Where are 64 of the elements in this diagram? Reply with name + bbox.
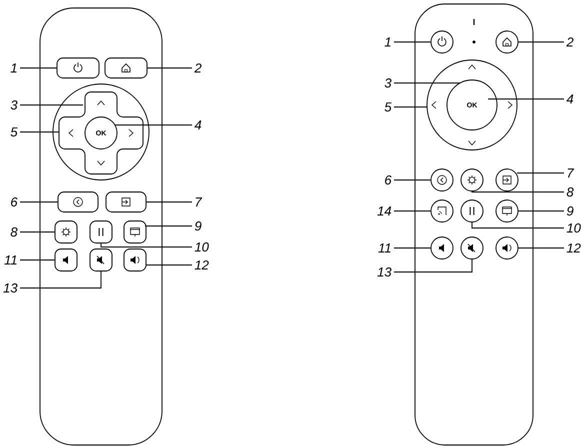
callout-number: 12 xyxy=(194,260,209,270)
callout-number: 1 xyxy=(10,64,16,72)
leader-line xyxy=(100,243,192,248)
leader-line xyxy=(394,82,460,84)
leader-line xyxy=(488,98,564,100)
callout-number: 11 xyxy=(378,244,390,252)
callout-number: 6 xyxy=(385,175,392,185)
leader-line xyxy=(516,172,564,174)
home-button xyxy=(104,58,148,78)
leader-line xyxy=(20,104,84,106)
leader-line xyxy=(114,124,192,126)
settings-button xyxy=(54,220,78,244)
leader-line xyxy=(394,210,431,212)
leader-line xyxy=(472,222,564,228)
screen-button xyxy=(496,200,518,222)
callout-number: 8 xyxy=(566,187,574,197)
pause-button xyxy=(460,200,484,222)
callout-number: 10 xyxy=(194,242,209,252)
settings-button xyxy=(460,168,484,192)
callout-number: 2 xyxy=(194,63,202,73)
callout-number: 12 xyxy=(566,243,581,253)
callout-number: 1 xyxy=(384,38,390,46)
cast-button xyxy=(430,200,454,222)
leader-line xyxy=(394,106,428,108)
input-button xyxy=(496,168,518,192)
leader-line xyxy=(394,259,472,272)
callout-number: 13 xyxy=(3,283,18,293)
pause-button xyxy=(90,220,112,244)
leader-line xyxy=(472,191,564,192)
screen-button xyxy=(124,220,146,244)
power-button xyxy=(56,58,100,78)
callout-number: 7 xyxy=(568,168,574,178)
callout-number: 5 xyxy=(384,102,392,112)
leader-line xyxy=(146,264,192,266)
power-button xyxy=(430,30,454,54)
callout-number: 8 xyxy=(10,227,18,237)
callout-number: 4 xyxy=(566,94,574,104)
callout-number: 10 xyxy=(566,223,581,233)
mute-button xyxy=(90,248,112,272)
volume-up-button xyxy=(124,248,146,272)
callout-number: 3 xyxy=(10,100,18,110)
dpad-ring xyxy=(426,60,518,150)
volume-down-button xyxy=(430,236,454,260)
callout-number: 14 xyxy=(377,206,392,216)
leader-line xyxy=(518,210,564,212)
volume-down-button xyxy=(54,248,78,272)
callout-number: 5 xyxy=(10,127,18,137)
callout-number: 7 xyxy=(196,198,202,206)
callout-number: 9 xyxy=(566,206,574,216)
leader-line xyxy=(20,271,102,288)
back-button xyxy=(58,192,98,212)
callout-number: 13 xyxy=(377,267,392,277)
callout-number: 2 xyxy=(566,37,574,47)
input-button xyxy=(106,192,146,212)
back-button xyxy=(430,168,454,192)
callout-number: 4 xyxy=(194,120,202,130)
mute-button xyxy=(460,236,484,260)
volume-up-button xyxy=(496,236,518,260)
callout-number: 3 xyxy=(384,78,392,88)
callout-number: 9 xyxy=(194,221,202,231)
dpad-button xyxy=(58,92,144,174)
callout-number: 11 xyxy=(4,256,16,264)
callout-number: 6 xyxy=(11,197,18,207)
home-button xyxy=(496,30,518,54)
